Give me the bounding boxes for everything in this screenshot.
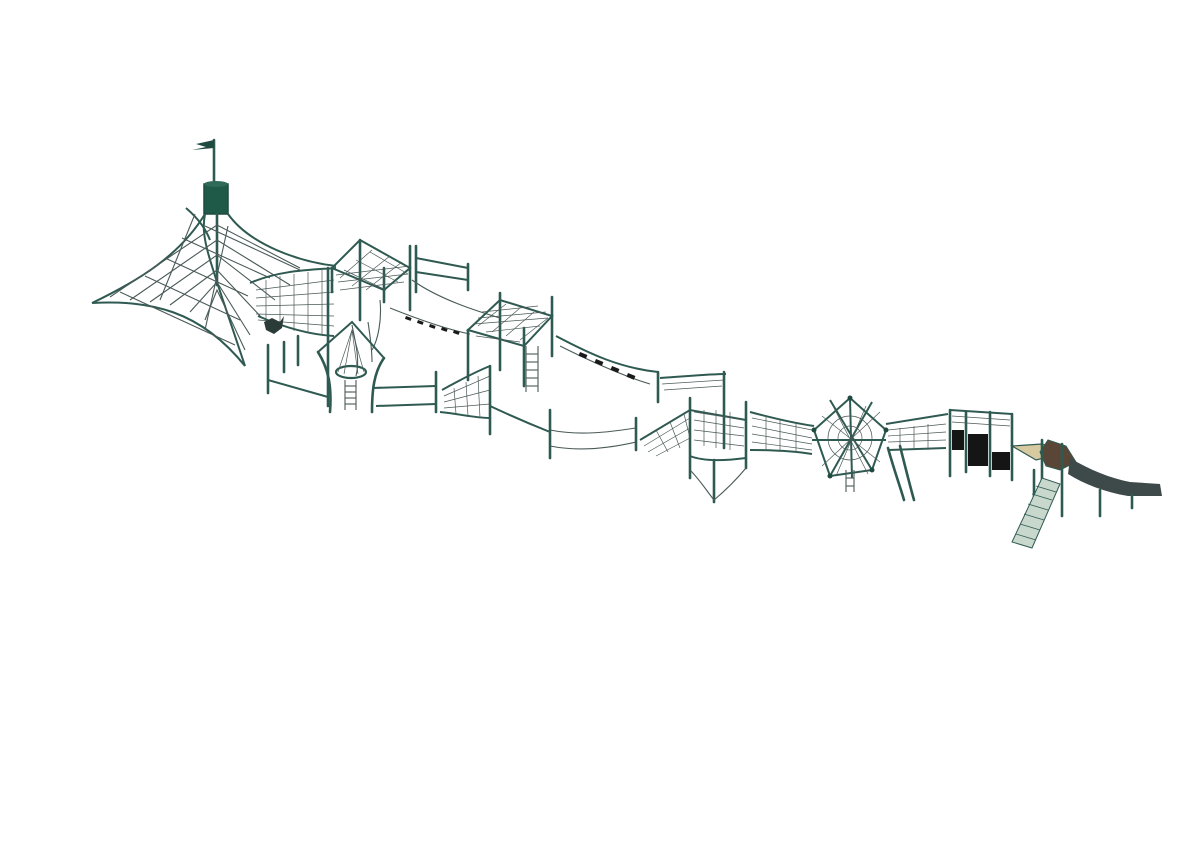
ladder (344, 380, 357, 410)
spider-net-tent (91, 207, 337, 367)
tube-slide (1068, 458, 1162, 496)
net-tunnel-5 (885, 413, 949, 451)
spider-dome (811, 395, 889, 492)
left-post-cluster (266, 266, 330, 408)
climbing-frame-3 (639, 370, 748, 504)
net-tunnel-4 (749, 411, 815, 455)
net-tunnel-3 (659, 373, 727, 391)
bridge-planks (404, 316, 460, 335)
panel-frame (948, 408, 1014, 482)
flag-tower (192, 138, 229, 287)
flag (192, 140, 214, 150)
low-rail-1 (371, 370, 438, 414)
end-tower (1010, 438, 1162, 549)
ladder-2 (525, 346, 539, 392)
dragon-emblem (264, 316, 284, 334)
net-tunnel-1 (249, 267, 337, 337)
tower-basket (203, 183, 229, 215)
net-tunnel-2 (439, 364, 492, 436)
climbing-frame-2 (466, 291, 554, 392)
rope-walk (489, 405, 638, 460)
rope-bridge-1 (389, 244, 501, 335)
ramp (1011, 477, 1061, 549)
fireman-poles (886, 444, 916, 502)
black-panels (952, 430, 1010, 470)
rope-bridge-2 (555, 335, 660, 404)
nest-swing (316, 320, 386, 414)
